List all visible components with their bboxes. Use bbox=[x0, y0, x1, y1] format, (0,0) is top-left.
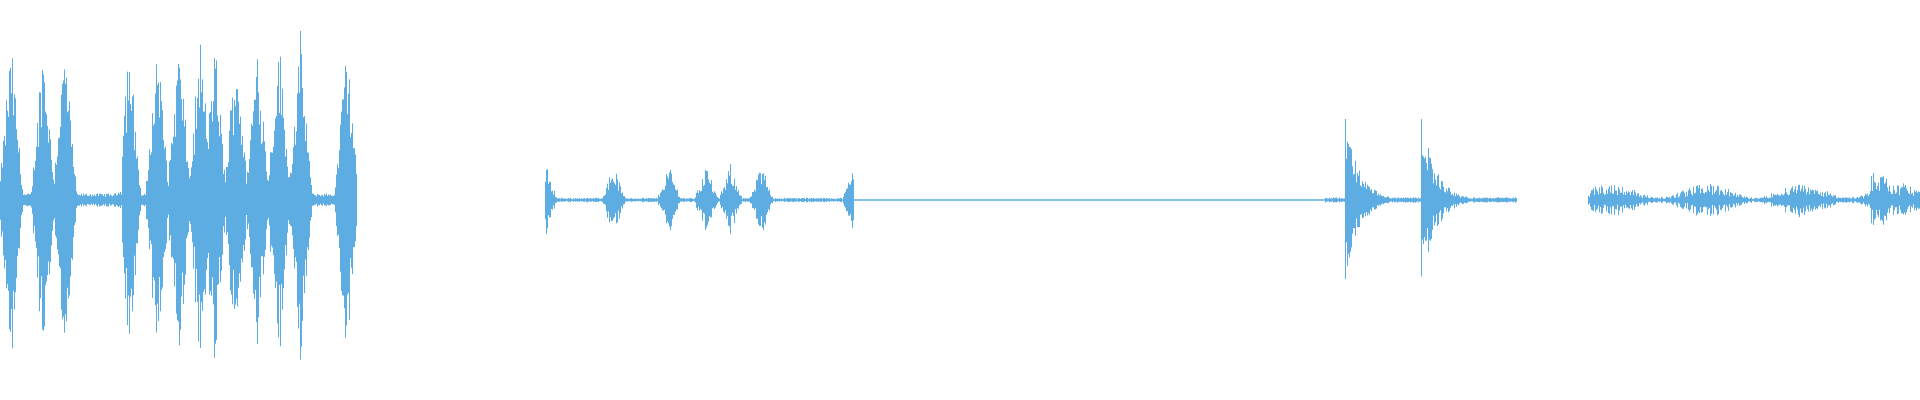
waveform-clip-1 bbox=[0, 31, 357, 360]
waveform-clip-5 bbox=[1588, 172, 1920, 225]
waveform-group bbox=[0, 31, 1920, 360]
waveform-clip-2 bbox=[545, 164, 854, 234]
waveform-clip-3 bbox=[854, 199, 1325, 201]
waveform-clip-4 bbox=[1325, 119, 1517, 279]
